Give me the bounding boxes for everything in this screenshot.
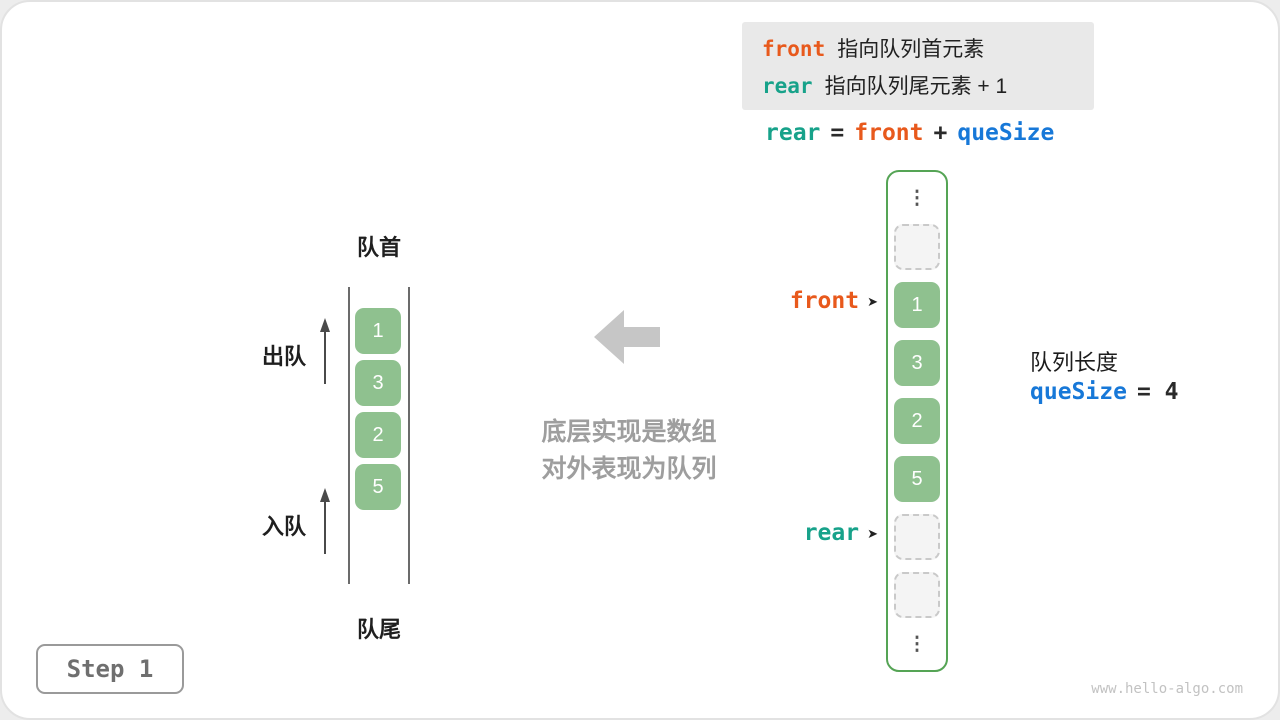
enqueue-arrow-icon <box>320 488 330 554</box>
array-cell: 1 <box>894 282 940 328</box>
legend-line-rear: rear 指向队列尾元素 + 1 <box>762 70 1074 100</box>
formula-plus: + <box>933 120 948 146</box>
queue-wall-left <box>348 287 350 584</box>
front-pointer-arrow-icon: ➤ <box>867 294 878 309</box>
rear-pointer-arrow-icon: ➤ <box>867 526 878 541</box>
dequeue-label: 出队 <box>261 344 306 369</box>
array-cell: 3 <box>894 340 940 386</box>
quesize-keyword: queSize <box>1030 379 1127 405</box>
array-empty-cell <box>894 514 940 560</box>
queue-tail-label: 队尾 <box>356 617 401 642</box>
formula-front: front <box>854 120 924 146</box>
quesize-value: = 4 <box>1136 379 1179 405</box>
step-badge: Step 1 <box>36 644 184 694</box>
legend-line-front: front 指向队列首元素 <box>762 33 1074 63</box>
array-empty-cell <box>894 224 940 270</box>
ellipsis-top: ⋮ <box>907 187 927 209</box>
front-keyword: front <box>762 36 826 61</box>
enqueue-label: 入队 <box>261 514 306 539</box>
big-left-arrow-icon <box>594 310 660 364</box>
queue-cell: 3 <box>355 360 401 406</box>
pointer-legend: front 指向队列首元素 rear 指向队列尾元素 + 1 <box>742 22 1094 110</box>
array-representation: ⋮ 1 3 2 5 ⋮ <box>886 170 948 672</box>
front-description: 指向队列首元素 <box>837 37 985 61</box>
array-cell: 5 <box>894 456 940 502</box>
ellipsis-bottom: ⋮ <box>907 633 927 655</box>
caption-line-2: 对外表现为队列 <box>541 455 717 483</box>
queue-wall-right <box>408 287 410 584</box>
array-empty-cell <box>894 572 940 618</box>
formula-quesize: queSize <box>957 120 1055 146</box>
caption-line-1: 底层实现是数组 <box>541 418 717 446</box>
queue-length-label: 队列长度 <box>1030 350 1119 375</box>
implementation-caption: 底层实现是数组 对外表现为队列 <box>494 414 764 488</box>
formula-rear: rear <box>765 120 821 146</box>
array-cell: 2 <box>894 398 940 444</box>
queue-cell: 5 <box>355 464 401 510</box>
rear-keyword: rear <box>762 73 813 98</box>
rear-description: 指向队列尾元素 + 1 <box>824 74 1008 98</box>
queue-head-label: 队首 <box>356 235 401 260</box>
pointer-formula: rear = front + queSize <box>765 120 1054 146</box>
front-pointer-label: front <box>789 288 860 314</box>
front-pointer: front ➤ <box>708 287 878 314</box>
formula-equals: = <box>830 120 845 146</box>
quesize-value-line: queSize = 4 <box>1030 379 1178 405</box>
dequeue-arrow-icon <box>320 318 330 384</box>
rear-pointer: rear ➤ <box>708 519 878 546</box>
abstract-queue-cells: 1 3 2 5 <box>355 308 401 510</box>
rear-pointer-label: rear <box>803 520 860 546</box>
queue-cell: 1 <box>355 308 401 354</box>
queue-cell: 2 <box>355 412 401 458</box>
watermark: www.hello-algo.com <box>1091 681 1243 697</box>
